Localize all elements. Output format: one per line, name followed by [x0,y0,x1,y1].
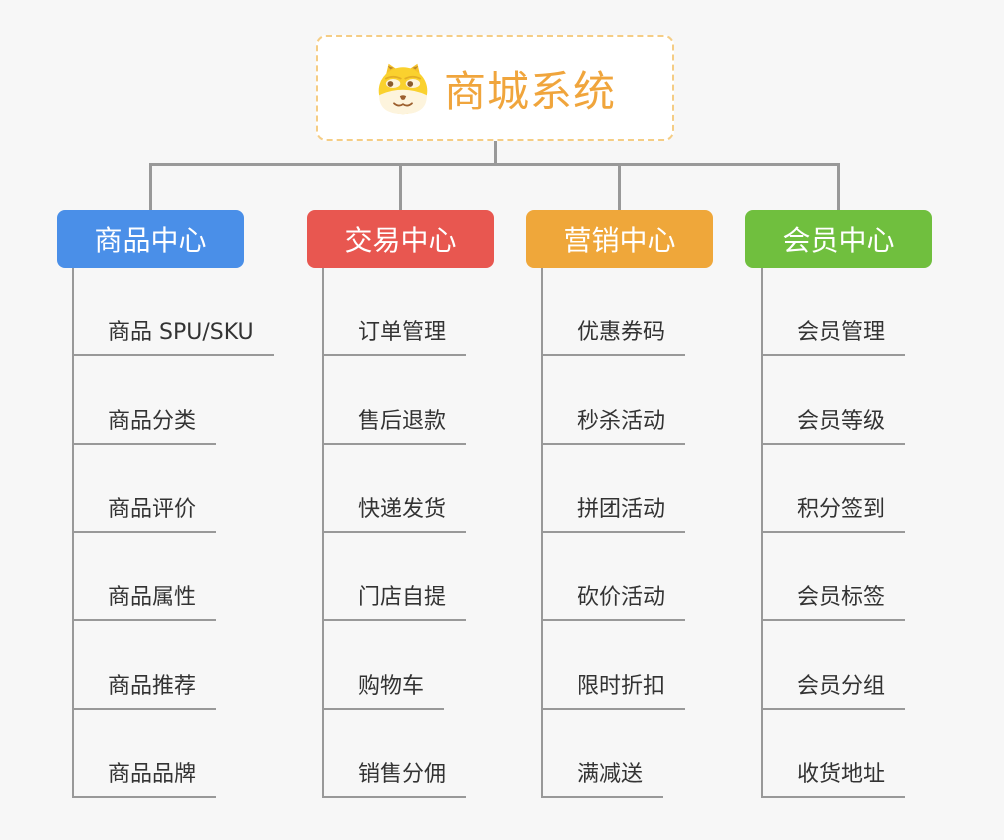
child-label: 商品分类 [74,403,217,445]
child-node[interactable]: 优惠券码 [543,268,686,357]
child-label: 限时折扣 [543,668,686,710]
branch-node-member-center[interactable]: 会员中心 [745,210,932,268]
connector-drop-trade [399,163,402,210]
child-node[interactable]: 会员分组 [763,621,906,710]
child-node[interactable]: 秒杀活动 [543,356,686,445]
child-node[interactable]: 砍价活动 [543,533,686,622]
child-node[interactable]: 门店自提 [324,533,467,622]
branch-children-member-center: 会员管理 会员等级 积分签到 会员标签 会员分组 收货地址 [761,268,906,798]
child-label: 商品评价 [74,491,217,533]
child-node[interactable]: 商品评价 [74,445,274,533]
child-label: 商品属性 [74,579,217,622]
child-label: 购物车 [324,668,445,710]
doge-face-icon [378,63,428,115]
branch-node-trade-center[interactable]: 交易中心 [307,210,494,268]
child-label: 商品 SPU/SKU [74,314,274,357]
child-node[interactable]: 商品分类 [74,356,274,445]
child-node[interactable]: 会员标签 [763,533,906,622]
child-node[interactable]: 积分签到 [763,445,906,533]
child-node[interactable]: 商品 SPU/SKU [74,268,274,357]
child-label: 收货地址 [763,756,906,798]
root-node[interactable]: 商城系统 [316,35,674,141]
child-node[interactable]: 拼团活动 [543,445,686,533]
connector-root-stem [494,141,497,166]
child-node[interactable]: 会员管理 [763,268,906,357]
connector-drop-product [149,163,152,210]
child-node[interactable]: 会员等级 [763,356,906,445]
connector-drop-member [837,163,840,210]
child-label: 积分签到 [763,491,906,533]
child-label: 会员标签 [763,579,906,622]
child-label: 售后退款 [324,403,467,445]
child-node[interactable]: 商品推荐 [74,621,274,710]
branch-children-trade-center: 订单管理 售后退款 快递发货 门店自提 购物车 销售分佣 [322,268,467,798]
child-label: 会员分组 [763,668,906,710]
branch-children-marketing-center: 优惠券码 秒杀活动 拼团活动 砍价活动 限时折扣 满减送 [541,268,686,798]
branch-label: 商品中心 [94,224,207,257]
branch-node-marketing-center[interactable]: 营销中心 [526,210,713,268]
child-node[interactable]: 售后退款 [324,356,467,445]
child-label: 门店自提 [324,579,467,622]
child-node[interactable]: 销售分佣 [324,710,467,798]
child-label: 销售分佣 [324,756,467,798]
connector-rail [149,163,840,166]
branch-label: 交易中心 [344,224,457,257]
child-label: 会员管理 [763,314,906,357]
child-label: 订单管理 [324,314,467,357]
child-node[interactable]: 满减送 [543,710,685,798]
branch-label: 会员中心 [782,224,895,257]
branch-label: 营销中心 [563,224,676,257]
child-label: 快递发货 [324,491,467,533]
branch-node-product-center[interactable]: 商品中心 [57,210,244,268]
child-label: 会员等级 [763,403,906,445]
child-node[interactable]: 快递发货 [324,445,467,533]
child-node[interactable]: 限时折扣 [543,621,686,710]
child-label: 秒杀活动 [543,403,686,445]
child-node[interactable]: 购物车 [324,621,466,710]
child-label: 拼团活动 [543,491,686,533]
connector-drop-marketing [618,163,621,210]
child-label: 商品品牌 [74,756,217,798]
branch-children-product-center: 商品 SPU/SKU 商品分类 商品评价 商品属性 商品推荐 商品品牌 [72,268,274,798]
child-label: 满减送 [543,756,664,798]
child-node[interactable]: 收货地址 [763,710,906,798]
child-node[interactable]: 订单管理 [324,268,467,357]
child-label: 商品推荐 [74,668,217,710]
child-label: 砍价活动 [543,579,686,622]
root-title: 商城系统 [443,66,616,116]
child-node[interactable]: 商品属性 [74,533,274,622]
child-label: 优惠券码 [543,314,686,357]
child-node[interactable]: 商品品牌 [74,710,274,798]
